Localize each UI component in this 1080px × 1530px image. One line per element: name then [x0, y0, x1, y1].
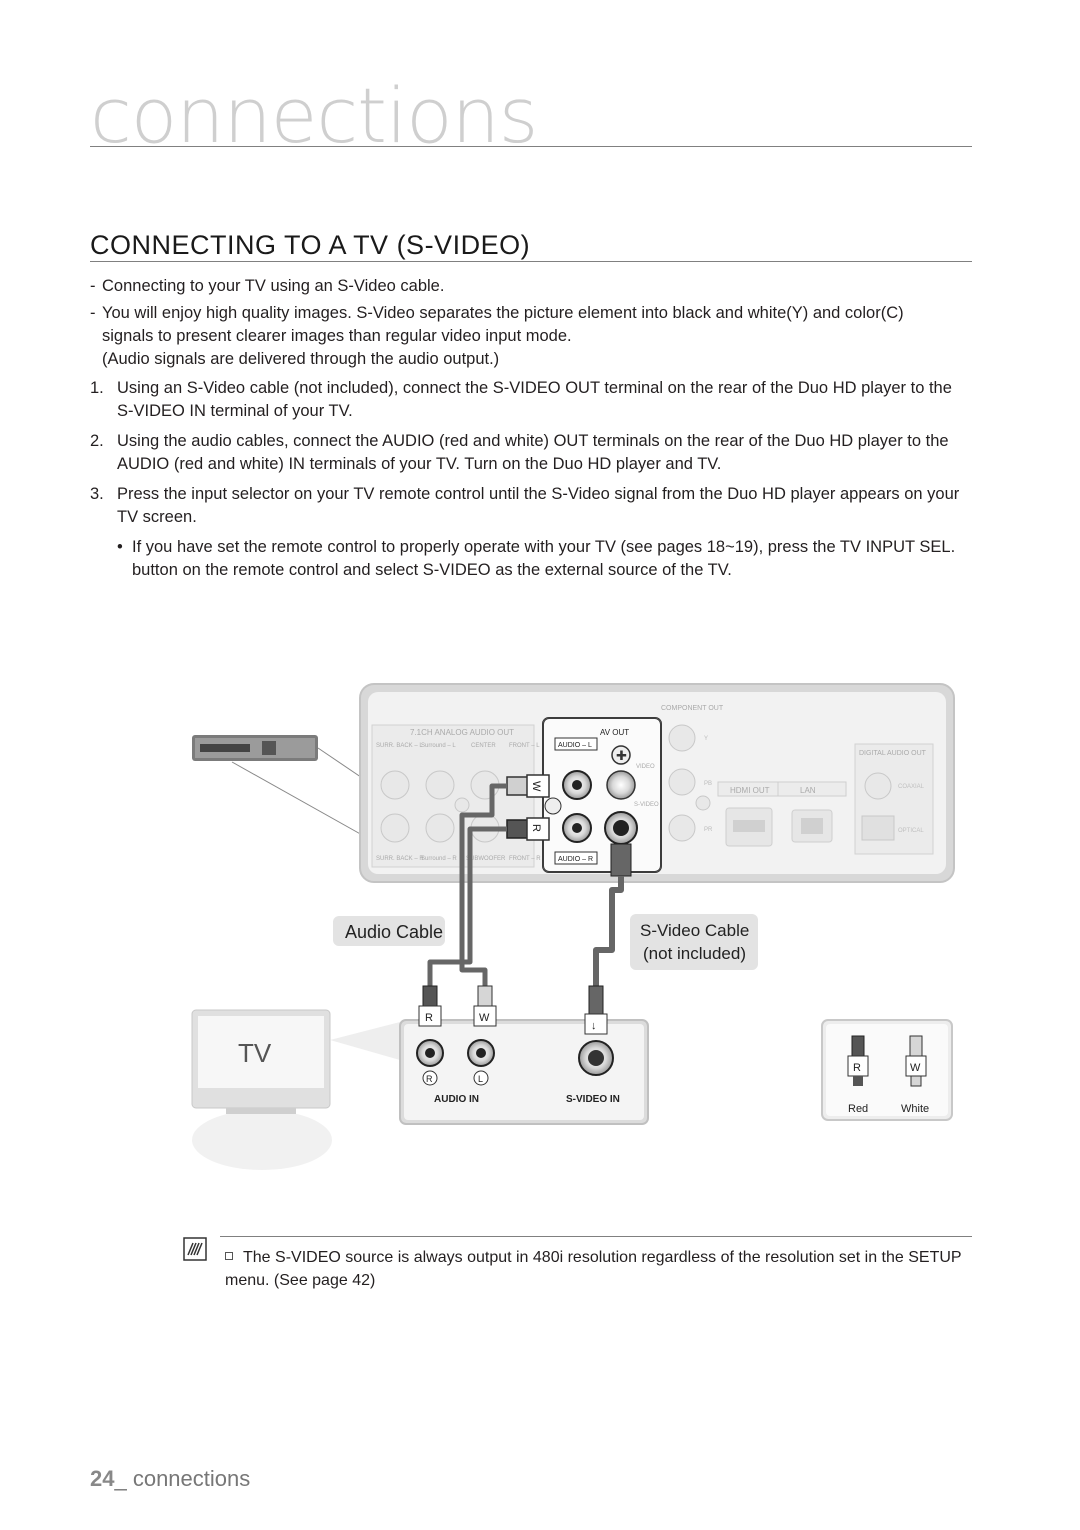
- step-list: 1. Using an S-Video cable (not included)…: [90, 377, 970, 529]
- svg-text:(not included): (not included): [643, 944, 746, 963]
- svg-text:OPTICAL: OPTICAL: [898, 828, 924, 834]
- analog-out-label: 7.1CH ANALOG AUDIO OUT: [410, 728, 514, 737]
- svg-text:HDMI OUT: HDMI OUT: [730, 786, 770, 795]
- svg-text:FRONT – L: FRONT – L: [509, 743, 540, 749]
- s-video-cable-label: S-Video Cable (not included): [630, 914, 758, 970]
- diagram-svg: 7.1CH ANALOG AUDIO OUT SURR. BACK – L Su…: [191, 683, 955, 1170]
- svg-text:SURR. BACK – L: SURR. BACK – L: [376, 743, 423, 749]
- svg-text:COAXIAL: COAXIAL: [898, 784, 925, 790]
- page-footer: 24_ connections: [90, 1466, 250, 1492]
- tv-input-panel: R L AUDIO IN S-VIDEO IN R W ↓: [399, 985, 649, 1125]
- page-number: 24: [90, 1466, 115, 1491]
- svg-text:S-Video Cable: S-Video Cable: [640, 921, 749, 940]
- svg-text:W: W: [479, 1012, 490, 1024]
- svg-text:DIGITAL AUDIO OUT: DIGITAL AUDIO OUT: [859, 750, 927, 757]
- note: The S-VIDEO source is always output in 4…: [225, 1249, 962, 1289]
- footer-label: _ connections: [114, 1466, 251, 1491]
- svg-text:R: R: [425, 1012, 433, 1024]
- svg-text:R: R: [853, 1062, 861, 1074]
- svg-text:SUBWOOFER: SUBWOOFER: [466, 856, 506, 862]
- video-out-jack: [606, 770, 636, 800]
- svg-text:SURR. BACK – R: SURR. BACK – R: [376, 856, 424, 862]
- intro-item: -You will enjoy high quality images. S-V…: [90, 304, 904, 368]
- chapter-rule: [90, 146, 972, 147]
- cables: [427, 783, 624, 986]
- step-1: 1. Using an S-Video cable (not included)…: [90, 379, 952, 420]
- svg-text:R: R: [530, 824, 542, 832]
- svg-text:W: W: [530, 781, 542, 792]
- svg-text:L: L: [478, 1074, 483, 1084]
- svg-text:W: W: [910, 1062, 921, 1074]
- svg-text:Surround – R: Surround – R: [421, 856, 457, 862]
- svg-text:FRONT – R: FRONT – R: [509, 856, 541, 862]
- svg-text:AUDIO – R: AUDIO – R: [558, 856, 593, 863]
- svg-text:S-VIDEO: S-VIDEO: [634, 802, 659, 808]
- s-video-plug-player: [610, 843, 632, 877]
- svg-text:COMPONENT OUT: COMPONENT OUT: [661, 705, 724, 712]
- svg-text:VIDEO: VIDEO: [636, 764, 655, 770]
- svg-text:S-VIDEO IN: S-VIDEO IN: [566, 1094, 620, 1105]
- audio-plugs-player: W R: [506, 774, 550, 841]
- chapter-title: connections: [90, 71, 538, 160]
- svg-text:AUDIO – L: AUDIO – L: [558, 742, 592, 749]
- svg-text:✚: ✚: [616, 748, 627, 763]
- audio-cable-label: Audio Cable: [333, 916, 445, 946]
- tv-label: TV: [238, 1038, 272, 1068]
- intro-item: -Connecting to your TV using an S-Video …: [90, 277, 445, 295]
- note-rule: [220, 1236, 972, 1237]
- plug-legend: R Red W White: [821, 1019, 953, 1121]
- svg-text:LAN: LAN: [800, 786, 816, 795]
- connection-diagram: 7.1CH ANALOG AUDIO OUT SURR. BACK – L Su…: [0, 640, 1080, 1200]
- svg-text:PR: PR: [704, 827, 713, 833]
- svg-text:Audio Cable: Audio Cable: [345, 922, 443, 942]
- step-2: 2. Using the audio cables, connect the A…: [90, 432, 949, 473]
- svg-text:AUDIO IN: AUDIO IN: [434, 1094, 479, 1105]
- note-icon: [183, 1237, 207, 1261]
- svg-text:Red: Red: [848, 1103, 868, 1115]
- section-rule: [90, 261, 972, 262]
- tip-bullet: • If you have set the remote control to …: [117, 538, 956, 579]
- svg-text:CENTER: CENTER: [471, 743, 496, 749]
- svg-text:PB: PB: [704, 781, 712, 787]
- note-bullet-icon: [225, 1252, 233, 1260]
- svg-text:Y: Y: [704, 736, 708, 742]
- svg-text:↓: ↓: [591, 1020, 597, 1032]
- step-3: 3. Press the input selector on your TV r…: [90, 485, 960, 526]
- svg-text:Surround – L: Surround – L: [421, 743, 456, 749]
- player-front-icon: [192, 735, 381, 846]
- tv-illustration: TV: [191, 1009, 400, 1170]
- player-rear-panel: 7.1CH ANALOG AUDIO OUT SURR. BACK – L Su…: [359, 683, 955, 883]
- section-title: CONNECTING TO A TV (S-VIDEO): [90, 230, 531, 260]
- svg-text:White: White: [901, 1103, 929, 1115]
- svg-text:R: R: [426, 1074, 433, 1084]
- av-out-label: AV OUT: [600, 728, 629, 737]
- instructions: -Connecting to your TV using an S-Video …: [90, 275, 970, 582]
